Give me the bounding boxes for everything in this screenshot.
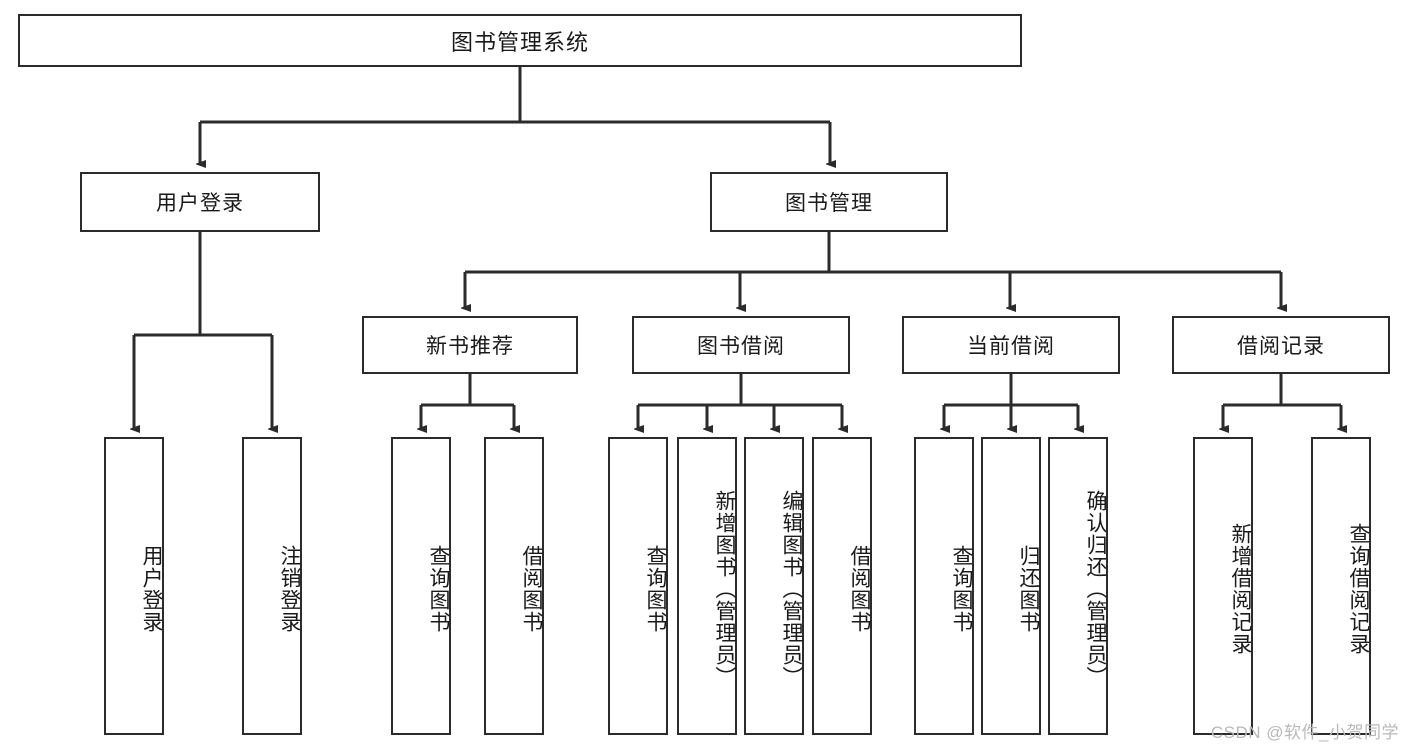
node-label: 用户登录	[156, 192, 244, 215]
leaf-label: 查询借阅记录	[1347, 523, 1370, 655]
leaf-label: 查询图书	[644, 545, 667, 633]
leaf-edit-book-admin[interactable]: 编辑图书（管理员）	[744, 437, 804, 735]
leaf-label: 新增图书（管理员）	[713, 490, 736, 688]
node-current-borrow[interactable]: 当前借阅	[902, 316, 1120, 374]
leaf-query-book-borrow[interactable]: 查询图书	[608, 437, 668, 735]
leaf-label: 用户登录	[140, 545, 163, 633]
leaf-query-borrow-record[interactable]: 查询借阅记录	[1311, 437, 1371, 735]
leaf-label: 借阅图书	[520, 545, 543, 633]
node-book-management[interactable]: 图书管理	[710, 172, 948, 232]
leaf-borrow-book[interactable]: 借阅图书	[812, 437, 872, 735]
leaf-return-book[interactable]: 归还图书	[981, 437, 1041, 735]
node-borrow-record[interactable]: 借阅记录	[1172, 316, 1390, 374]
node-label: 新书推荐	[426, 335, 514, 358]
leaf-add-borrow-record[interactable]: 新增借阅记录	[1193, 437, 1253, 735]
node-label: 借阅记录	[1237, 335, 1325, 358]
node-root-label: 图书管理系统	[450, 29, 589, 55]
node-label: 图书借阅	[697, 335, 785, 358]
leaf-label: 编辑图书（管理员）	[780, 490, 803, 688]
leaf-borrow-book-recommend[interactable]: 借阅图书	[484, 437, 544, 735]
leaf-label: 查询图书	[950, 545, 973, 633]
node-label: 当前借阅	[967, 335, 1055, 358]
leaf-add-book-admin[interactable]: 新增图书（管理员）	[677, 437, 737, 735]
node-user-login[interactable]: 用户登录	[80, 172, 320, 232]
leaf-label: 确认归还（管理员）	[1084, 490, 1107, 688]
node-root[interactable]: 图书管理系统	[18, 14, 1022, 67]
leaf-label: 新增借阅记录	[1229, 523, 1252, 655]
node-book-borrow[interactable]: 图书借阅	[632, 316, 850, 374]
leaf-query-book-current[interactable]: 查询图书	[914, 437, 974, 735]
leaf-confirm-return-admin[interactable]: 确认归还（管理员）	[1048, 437, 1108, 735]
node-new-book-recommend[interactable]: 新书推荐	[362, 316, 578, 374]
leaf-logout[interactable]: 注销登录	[242, 437, 302, 735]
leaf-label: 查询图书	[427, 545, 450, 633]
leaf-label: 归还图书	[1017, 545, 1040, 633]
leaf-user-login[interactable]: 用户登录	[104, 437, 164, 735]
leaf-label: 借阅图书	[848, 545, 871, 633]
leaf-label: 注销登录	[278, 545, 301, 633]
watermark-text: CSDN @软件_小贺同学	[1210, 723, 1399, 742]
node-label: 图书管理	[785, 192, 873, 215]
leaf-query-book-recommend[interactable]: 查询图书	[391, 437, 451, 735]
